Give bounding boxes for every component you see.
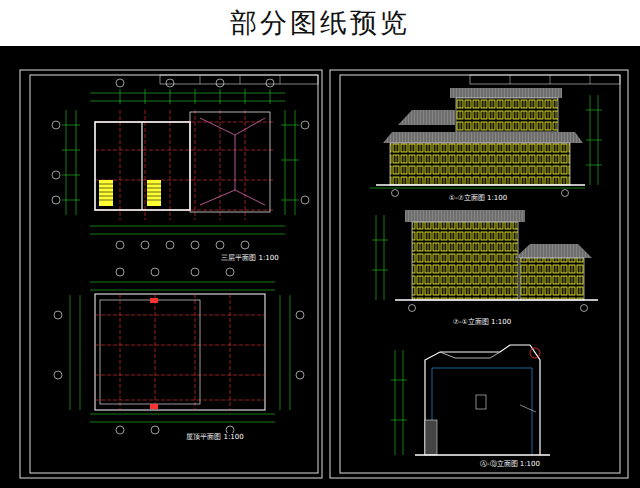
drawing-caption: 屋顶平面图 1:100 — [184, 433, 245, 441]
drawing-caption: ⑦-①立面图 1:100 — [451, 318, 513, 326]
drawing-caption: 三层平面图 1:100 — [219, 254, 280, 262]
drawing-caption: ①-⑦立面图 1:100 — [447, 194, 509, 202]
page-title: 部分图纸预览 — [230, 5, 410, 41]
drawing-caption: Ⓐ-Ⓓ立面图 1:100 — [478, 460, 542, 468]
